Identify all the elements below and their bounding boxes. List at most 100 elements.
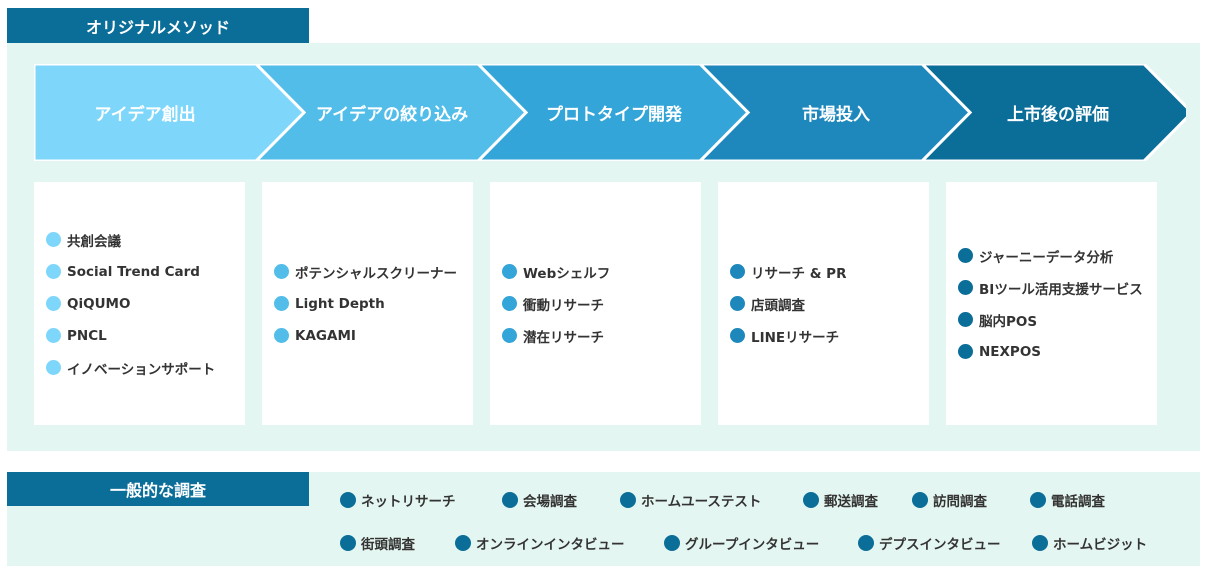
bullet-dot-icon <box>730 296 745 311</box>
bullet-dot-icon <box>858 535 874 551</box>
bullet-dot-icon <box>958 280 973 295</box>
method-item: 潜在リサーチ <box>502 320 697 352</box>
survey-item: 会場調査 <box>502 490 577 510</box>
survey-item: オンラインインタビュー <box>455 533 625 553</box>
method-item: 衝動リサーチ <box>502 288 697 320</box>
survey-item-label: 会場調査 <box>523 494 577 510</box>
method-item-label: KAGAMI <box>295 327 356 344</box>
bullet-dot-icon <box>46 232 61 247</box>
survey-item-label: ホームユーステスト <box>641 494 762 510</box>
method-item: BIツール活用支援サービス <box>958 272 1153 304</box>
bullet-dot-icon <box>958 312 973 327</box>
survey-item-label: 電話調査 <box>1051 494 1105 510</box>
bullet-dot-icon <box>274 328 289 343</box>
stage-card-4: リサーチ & PR 店頭調査 LINEリサーチ <box>718 182 929 425</box>
survey-item-label: 郵送調査 <box>824 494 878 510</box>
survey-item: ホームユーステスト <box>620 490 761 510</box>
bullet-dot-icon <box>1030 492 1046 508</box>
bullet-dot-icon <box>730 328 745 343</box>
survey-item: ホームビジット <box>1032 533 1147 553</box>
survey-item-label: 訪問調査 <box>933 494 987 510</box>
bullet-dot-icon <box>502 492 518 508</box>
stage-card-3: Webシェルフ衝動リサーチ潜在リサーチ <box>490 182 701 425</box>
process-flow-arrows <box>34 64 1186 161</box>
method-item-label: リサーチ & PR <box>751 265 847 282</box>
method-item-label: BIツール活用支援サービス <box>979 281 1143 298</box>
method-item: 脳内POS <box>958 304 1153 336</box>
method-item-label: ポテンシャルスクリーナー <box>295 265 457 282</box>
method-item-label: NEXPOS <box>979 343 1042 360</box>
method-item-label: 店頭調査 <box>751 297 805 314</box>
method-item-label: PNCL <box>67 327 107 344</box>
method-item-label: 共創会議 <box>67 233 121 250</box>
method-list: リサーチ & PR 店頭調査 LINEリサーチ <box>730 256 925 352</box>
bullet-dot-icon <box>46 264 61 279</box>
survey-item-label: 街頭調査 <box>361 537 415 553</box>
survey-item: 訪問調査 <box>912 490 987 510</box>
bullet-dot-icon <box>502 296 517 311</box>
survey-item-label: ネットリサーチ <box>361 494 456 510</box>
bullet-dot-icon <box>1032 535 1048 551</box>
bullet-dot-icon <box>620 492 636 508</box>
stage-label-5: 上市後の評価 <box>1007 105 1109 125</box>
method-list: ジャーニーデータ分析 BIツール活用支援サービス脳内POS NEXPOS <box>958 240 1153 368</box>
stage-label-1: アイデア創出 <box>94 105 196 125</box>
bullet-dot-icon <box>912 492 928 508</box>
method-item: Webシェルフ <box>502 256 697 288</box>
survey-item: 街頭調査 <box>340 533 415 553</box>
method-item: Light Depth <box>274 288 469 320</box>
bullet-dot-icon <box>502 328 517 343</box>
bullet-dot-icon <box>803 492 819 508</box>
stage-card-5: ジャーニーデータ分析 BIツール活用支援サービス脳内POS NEXPOS <box>946 182 1157 425</box>
method-item: Social Trend Card <box>46 256 241 288</box>
survey-item-label: オンラインインタビュー <box>476 537 625 553</box>
method-item-label: ジャーニーデータ分析 <box>979 249 1114 266</box>
bullet-dot-icon <box>46 296 61 311</box>
bullet-dot-icon <box>664 535 680 551</box>
survey-item: 郵送調査 <box>803 490 878 510</box>
bullet-dot-icon <box>455 535 471 551</box>
process-arrow-1 <box>34 64 307 161</box>
method-item: KAGAMI <box>274 320 469 352</box>
stage-label-2: アイデアの絞り込み <box>315 105 469 125</box>
bullet-dot-icon <box>340 492 356 508</box>
method-item: LINEリサーチ <box>730 320 925 352</box>
method-item: 共創会議 <box>46 224 241 256</box>
survey-item-label: グループインタビュー <box>685 537 820 553</box>
method-list: Webシェルフ衝動リサーチ潜在リサーチ <box>502 256 697 352</box>
survey-item-label: ホームビジット <box>1053 537 1148 553</box>
survey-item: デプスインタビュー <box>858 533 1001 553</box>
bullet-dot-icon <box>274 296 289 311</box>
method-item-label: Social Trend Card <box>67 263 200 280</box>
method-item-label: QiQUMO <box>67 295 131 312</box>
method-item-label: Light Depth <box>295 295 385 312</box>
method-item-label: LINEリサーチ <box>751 329 840 346</box>
method-item: QiQUMO <box>46 288 241 320</box>
method-item: リサーチ & PR <box>730 256 925 288</box>
bullet-dot-icon <box>46 328 61 343</box>
stage-label-4: 市場投入 <box>802 105 870 125</box>
method-item-label: 脳内POS <box>979 313 1038 330</box>
survey-item-label: デプスインタビュー <box>879 537 1001 553</box>
method-item-label: 衝動リサーチ <box>523 297 604 314</box>
bullet-dot-icon <box>46 360 61 375</box>
method-item-label: 潜在リサーチ <box>523 329 604 346</box>
original-methods-heading: オリジナルメソッド <box>7 8 309 43</box>
bullet-dot-icon <box>958 344 973 359</box>
bullet-dot-icon <box>502 264 517 279</box>
method-item: ポテンシャルスクリーナー <box>274 256 469 288</box>
survey-item: ネットリサーチ <box>340 490 456 510</box>
method-item-label: Webシェルフ <box>523 265 611 282</box>
method-item-label: イノベーションサポート <box>67 361 216 378</box>
survey-item: グループインタビュー <box>664 533 819 553</box>
stage-label-3: プロトタイプ開発 <box>546 105 682 125</box>
bullet-dot-icon <box>958 248 973 263</box>
bullet-dot-icon <box>730 264 745 279</box>
method-item: PNCL <box>46 320 241 352</box>
method-item: 店頭調査 <box>730 288 925 320</box>
method-item: NEXPOS <box>958 336 1153 368</box>
